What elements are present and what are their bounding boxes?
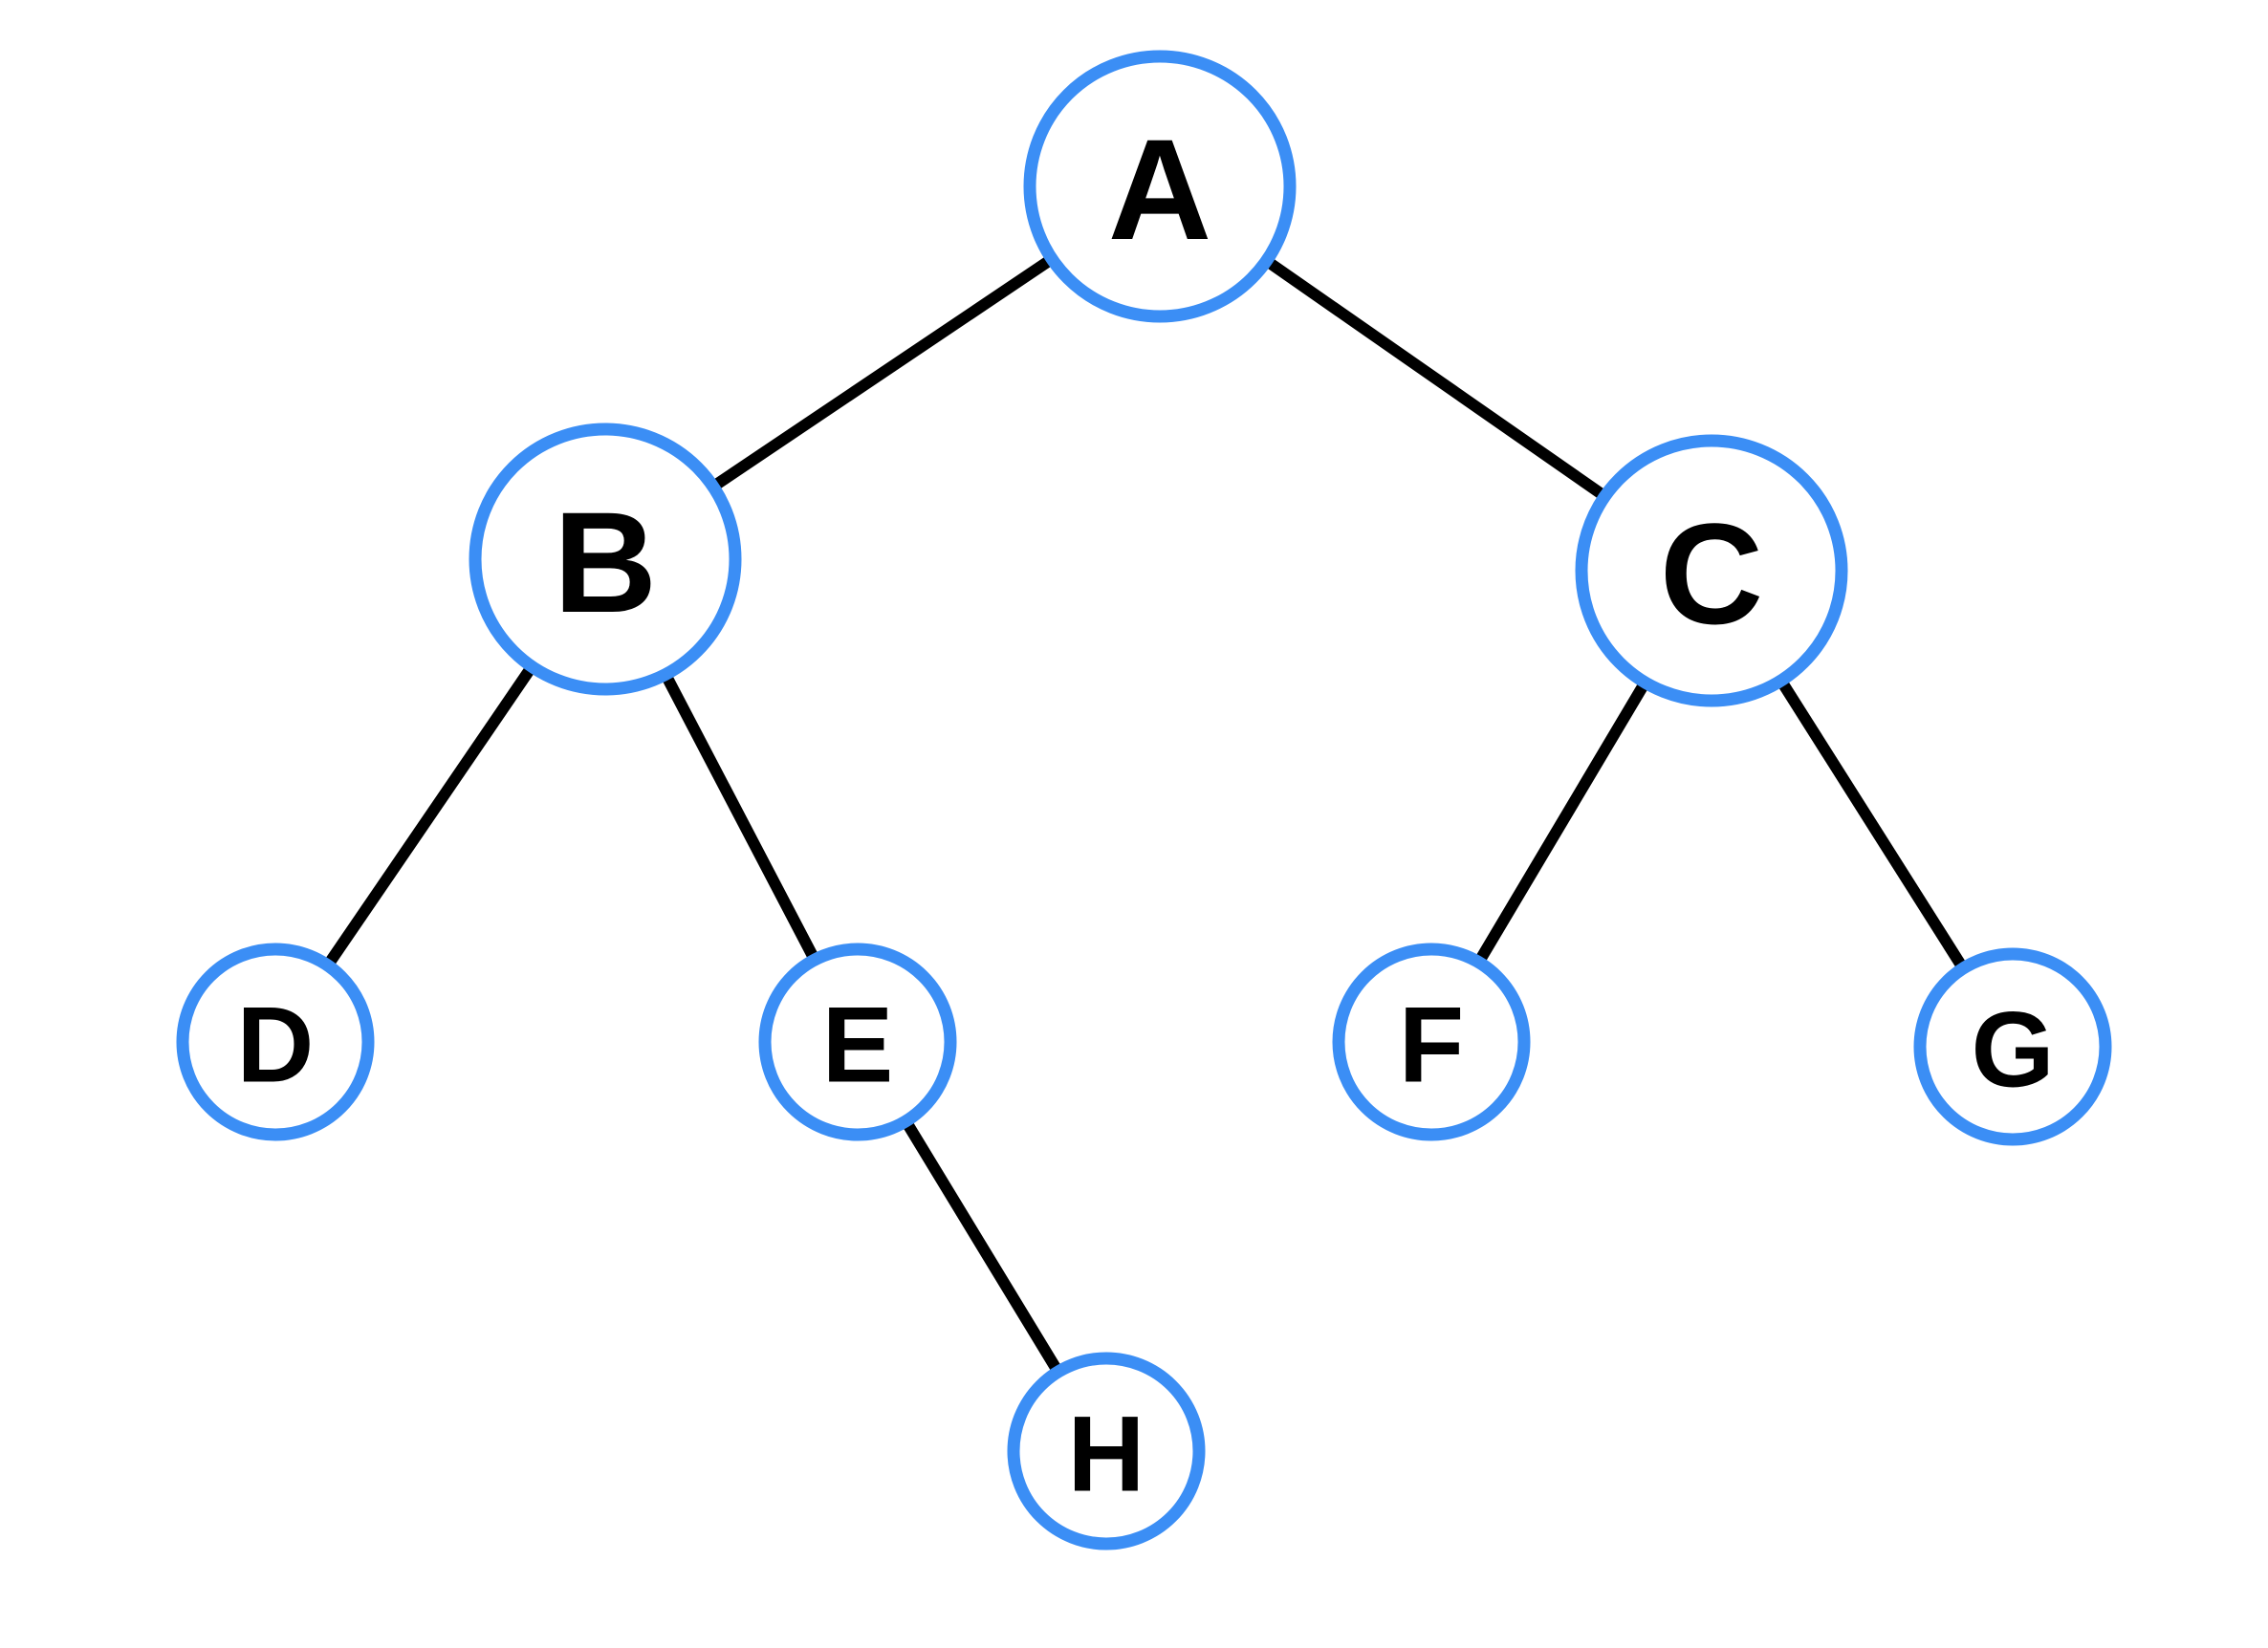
node-label-e: E bbox=[822, 986, 894, 1105]
edge-b-d bbox=[322, 662, 537, 969]
node-label-c: C bbox=[1660, 493, 1763, 654]
node-label-d: D bbox=[237, 986, 315, 1105]
edge-a-b bbox=[709, 253, 1056, 492]
node-h[interactable]: H bbox=[1007, 1352, 1206, 1550]
node-circle-a[interactable] bbox=[1023, 50, 1297, 323]
node-c[interactable]: C bbox=[1575, 434, 1848, 707]
node-circle-f[interactable] bbox=[1332, 943, 1531, 1141]
node-label-b: B bbox=[554, 482, 657, 642]
node-f[interactable]: F bbox=[1332, 943, 1531, 1141]
node-label-f: F bbox=[1399, 986, 1464, 1105]
edge-a-c bbox=[1263, 255, 1608, 502]
node-label-a: A bbox=[1108, 109, 1211, 270]
node-d[interactable]: D bbox=[176, 943, 375, 1141]
node-g[interactable]: G bbox=[1913, 947, 2112, 1146]
node-a[interactable]: A bbox=[1023, 50, 1297, 323]
node-circle-b[interactable] bbox=[469, 423, 742, 696]
node-e[interactable]: E bbox=[758, 943, 957, 1141]
node-label-h: H bbox=[1068, 1395, 1145, 1514]
node-circle-d[interactable] bbox=[176, 943, 375, 1141]
node-circle-e[interactable] bbox=[758, 943, 957, 1141]
edge-e-h bbox=[901, 1117, 1063, 1376]
node-circle-h[interactable] bbox=[1007, 1352, 1206, 1550]
node-b[interactable]: B bbox=[469, 423, 742, 696]
node-label-g: G bbox=[1971, 990, 2054, 1110]
edge-c-f bbox=[1473, 679, 1650, 965]
edge-b-e bbox=[660, 671, 820, 963]
nodes-layer: A B C D E F G H bbox=[176, 50, 2112, 1550]
edge-c-g bbox=[1776, 677, 1969, 972]
node-circle-g[interactable] bbox=[1913, 947, 2112, 1146]
edges-layer bbox=[322, 253, 1969, 1376]
node-circle-c[interactable] bbox=[1575, 434, 1848, 707]
